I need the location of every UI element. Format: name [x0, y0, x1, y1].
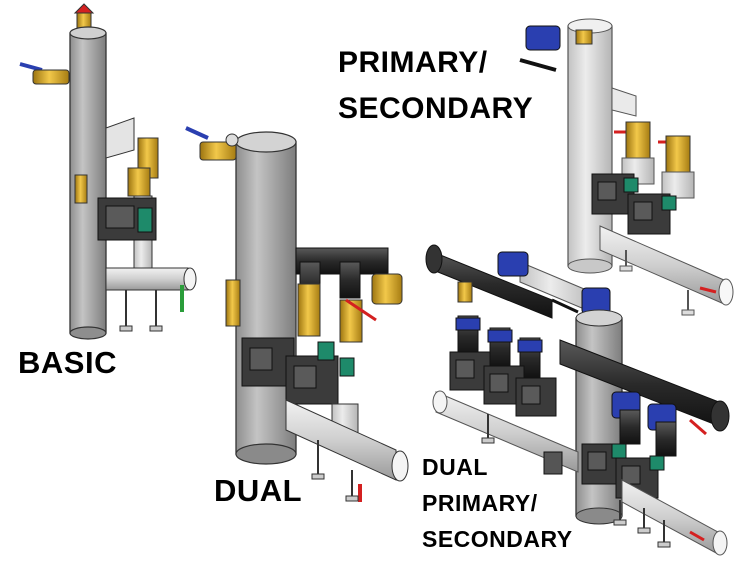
valve-icon [497, 251, 529, 277]
label-dual-primary-secondary: DUAL PRIMARY/ SECONDARY [422, 449, 573, 557]
pipe-icon [599, 225, 725, 305]
label-dual-ps-line1: DUAL [422, 454, 488, 480]
label-primary-secondary-line1: PRIMARY/ [338, 46, 488, 79]
dual-primary-secondary-assembly [425, 244, 730, 556]
label-primary-secondary-line2: SECONDARY [338, 92, 534, 125]
label-basic: BASIC [18, 345, 117, 380]
ball-valve-icon [199, 141, 237, 161]
valve-icon [525, 25, 561, 51]
pipe-icon [105, 267, 189, 291]
label-dual-ps-line3: SECONDARY [422, 526, 573, 552]
dual-assembly [185, 126, 409, 502]
primary-secondary-assembly [519, 18, 734, 316]
label-dual-ps-line2: PRIMARY/ [422, 490, 538, 516]
ball-valve-icon [32, 69, 70, 85]
label-primary-secondary: PRIMARY/ SECONDARY [338, 40, 533, 132]
basic-assembly [19, 3, 197, 340]
label-dual: DUAL [214, 473, 303, 508]
